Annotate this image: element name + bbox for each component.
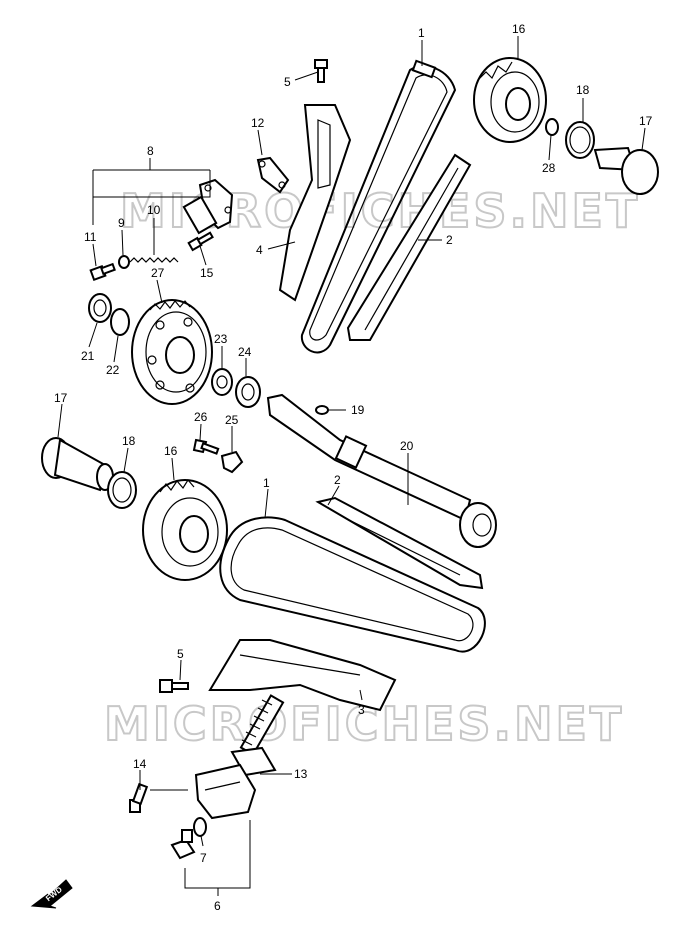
- callout-23[interactable]: 23: [214, 332, 228, 346]
- callout-labels: 1 16 5 18 17 12 8 28 10 9 11 4 2 15 27 2…: [54, 22, 653, 913]
- callout-20[interactable]: 20: [400, 439, 414, 453]
- gasket[interactable]: [256, 156, 290, 194]
- callout-5-bottom[interactable]: 5: [177, 647, 184, 661]
- callout-11[interactable]: 11: [84, 230, 97, 244]
- cap-top[interactable]: [593, 146, 659, 195]
- cam-sprocket-top[interactable]: [473, 57, 547, 143]
- spacer-washer[interactable]: [110, 308, 130, 336]
- callout-9[interactable]: 9: [118, 216, 125, 230]
- tensioner-bolt[interactable]: [89, 262, 116, 282]
- callout-1-top[interactable]: 1: [418, 26, 425, 40]
- callout-18-top[interactable]: 18: [576, 83, 590, 97]
- callout-6[interactable]: 6: [214, 899, 221, 913]
- callout-13[interactable]: 13: [294, 767, 308, 781]
- callout-28[interactable]: 28: [542, 161, 556, 175]
- spring[interactable]: [129, 257, 179, 263]
- tensioner-body[interactable]: [194, 763, 257, 820]
- callout-22[interactable]: 22: [106, 363, 120, 377]
- o-ring-top[interactable]: [565, 121, 595, 159]
- callout-25[interactable]: 25: [225, 413, 239, 427]
- callout-26[interactable]: 26: [194, 410, 208, 424]
- callout-14[interactable]: 14: [133, 757, 147, 771]
- callout-27[interactable]: 27: [151, 266, 165, 280]
- callout-7[interactable]: 7: [200, 851, 207, 865]
- cam-chain-top[interactable]: [300, 59, 456, 354]
- cap-left[interactable]: [41, 437, 114, 492]
- o-ring-small[interactable]: [193, 817, 207, 837]
- screw[interactable]: [187, 231, 214, 252]
- o-ring-left[interactable]: [107, 471, 137, 509]
- bolt-top[interactable]: [314, 59, 328, 83]
- tensioner-adjuster-top[interactable]: [182, 178, 234, 235]
- bracket-bolt[interactable]: [129, 782, 149, 813]
- callout-3[interactable]: 3: [358, 703, 365, 717]
- fwd-arrow-icon: FWD: [30, 879, 73, 909]
- tensioner-guide-top[interactable]: [278, 104, 352, 302]
- callout-5-top[interactable]: 5: [284, 75, 291, 89]
- callout-4[interactable]: 4: [256, 243, 263, 257]
- callout-18-left[interactable]: 18: [122, 434, 136, 448]
- callout-1-bottom[interactable]: 1: [263, 476, 270, 490]
- idle-gear[interactable]: [131, 299, 213, 405]
- oil-seal[interactable]: [88, 293, 112, 323]
- callout-17-top[interactable]: 17: [639, 114, 653, 128]
- callout-19[interactable]: 19: [351, 403, 365, 417]
- callout-12[interactable]: 12: [251, 116, 265, 130]
- retaining-screw[interactable]: [192, 438, 220, 455]
- callout-17-left[interactable]: 17: [54, 391, 68, 405]
- washer[interactable]: [545, 118, 559, 136]
- callout-16-left[interactable]: 16: [164, 444, 178, 458]
- retainer[interactable]: [220, 450, 244, 474]
- cam-sprocket-left[interactable]: [142, 478, 228, 581]
- key[interactable]: [315, 405, 329, 415]
- callout-24[interactable]: 24: [238, 345, 252, 359]
- callout-10[interactable]: 10: [147, 203, 161, 217]
- cam-chain-bottom[interactable]: [219, 516, 486, 653]
- callout-2-bottom[interactable]: 2: [334, 473, 341, 487]
- callout-16-top[interactable]: 16: [512, 22, 526, 36]
- tensioner-plug[interactable]: [170, 829, 196, 860]
- bolt-bottom[interactable]: [159, 679, 189, 693]
- leader-lines: [57, 36, 646, 896]
- bearing-a[interactable]: [211, 368, 233, 396]
- callout-2-top[interactable]: 2: [446, 233, 453, 247]
- camshaft[interactable]: [266, 393, 497, 548]
- bearing-b[interactable]: [235, 376, 261, 408]
- tensioner-guide-bottom[interactable]: [208, 639, 397, 712]
- callout-8[interactable]: 8: [147, 144, 154, 158]
- tensioner-washer[interactable]: [118, 255, 130, 269]
- callout-21[interactable]: 21: [81, 349, 95, 363]
- chain-guide-top[interactable]: [346, 153, 472, 341]
- callout-15[interactable]: 15: [200, 266, 214, 280]
